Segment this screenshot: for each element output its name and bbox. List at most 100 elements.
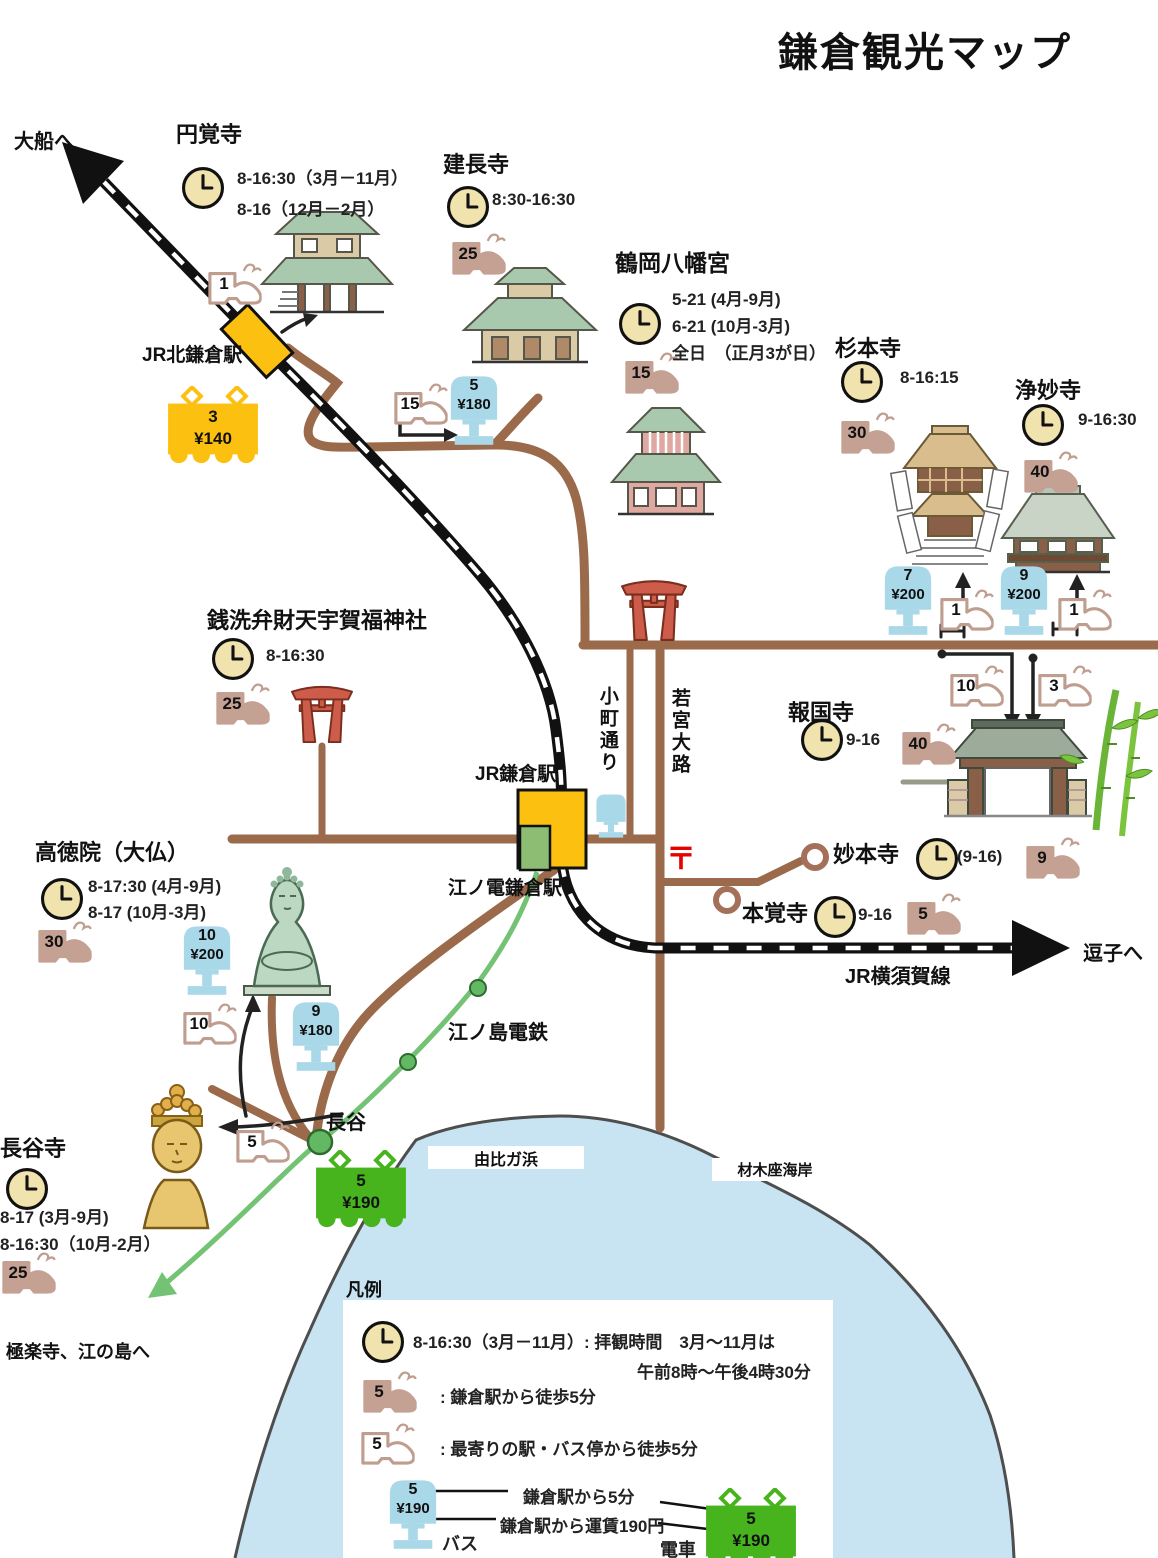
kotokuin-walk-from-bus-icon: 10 bbox=[181, 1002, 237, 1052]
zaimokuza-beach-label: 材木座海岸 bbox=[712, 1158, 838, 1181]
jr-yokosuka-line bbox=[62, 142, 1070, 976]
hasedera-hours-2: 8-16:30（10月-2月） bbox=[0, 1235, 161, 1254]
bamboo-illustration bbox=[1059, 689, 1158, 837]
hokokuji-walk-from-bus-a-icon: 10 bbox=[948, 664, 1004, 714]
hokokuji-illustration bbox=[944, 719, 1092, 818]
arrow-to-gokurakuji bbox=[148, 1272, 177, 1298]
legend-clock-desc-1: 8-16:30（3月－11月）: 拝観時間 3月～11月は bbox=[413, 1333, 775, 1352]
hase-train-icon: 5¥190 bbox=[314, 1150, 408, 1234]
hachimangu-walk-icon: 15 bbox=[623, 351, 679, 401]
hokokuji-walk-from-bus-b-icon: 3 bbox=[1036, 664, 1092, 714]
legend-walk-nearest-desc: : 最寄りの駅・バス停から徒歩5分 bbox=[440, 1440, 698, 1459]
wakamiya-street-label: 若宮大路 bbox=[668, 688, 690, 776]
hachimangu-illustration bbox=[609, 407, 723, 516]
hachimangu-hours-3: 全日 （正月3が日） bbox=[672, 344, 826, 363]
jomyoji-name: 浄妙寺 bbox=[1015, 378, 1082, 403]
enoden-station-dot bbox=[469, 979, 487, 997]
honkakuji-marker bbox=[713, 886, 741, 914]
hachimangu-hours-2: 6-21 (10月-3月) bbox=[672, 317, 791, 336]
sugimotodera-bus-icon: 7¥200 bbox=[881, 564, 935, 640]
hase-kannon-illustration bbox=[142, 1084, 210, 1230]
yuigahama-beach-label: 由比ガ浜 bbox=[428, 1146, 584, 1169]
kotokuin-clock-icon bbox=[39, 876, 85, 922]
myohonji-name: 妙本寺 bbox=[833, 842, 900, 867]
engakuji-clock-icon bbox=[180, 165, 226, 211]
legend-bus-label: バス bbox=[442, 1534, 478, 1554]
hokokuji-hours: 9-16 bbox=[846, 730, 881, 749]
destination-zushi: 逗子へ bbox=[1083, 943, 1143, 965]
legend-heading: 凡例 bbox=[346, 1280, 382, 1300]
hase-station-label: 長谷 bbox=[326, 1112, 366, 1134]
hachimangu-torii-icon bbox=[620, 580, 688, 642]
hachimangu-clock-icon bbox=[617, 301, 663, 347]
zeniarai-walk-icon: 25 bbox=[214, 682, 270, 732]
myohonji-clock-icon bbox=[914, 836, 960, 882]
kenchoji-walk-from-station-icon: 15 bbox=[392, 382, 448, 432]
engakuji-walk-icon: 1 bbox=[206, 262, 262, 312]
enoden-kamakura-station-marker bbox=[518, 824, 552, 872]
myohonji-marker bbox=[801, 843, 829, 871]
jr-yokosuka-line-label: JR横須賀線 bbox=[845, 966, 951, 988]
hasedera-walk-from-station-icon: 5 bbox=[234, 1120, 290, 1170]
kotokuin-bus-icon: 10¥200 bbox=[180, 924, 234, 1000]
jomyoji-illustration bbox=[1000, 485, 1116, 574]
legend-bus-fare-desc: 鎌倉駅から運賃190円 bbox=[500, 1517, 665, 1536]
engakuji-hours-1: 8-16:30（3月－11月） bbox=[237, 169, 409, 188]
kenchoji-clock-icon bbox=[445, 184, 491, 230]
jomyoji-walk-icon: 40 bbox=[1022, 450, 1078, 500]
legend-walk-station-desc: : 鎌倉駅から徒歩5分 bbox=[440, 1388, 596, 1407]
engakuji-hours-2: 8-16（12月－2月） bbox=[237, 200, 385, 219]
kamakura-station-bus-stop-icon bbox=[594, 793, 628, 841]
legend-clock-desc-2: 午前8時～午後4時30分 bbox=[637, 1363, 811, 1382]
hokokuji-walk-icon: 40 bbox=[900, 722, 956, 772]
honkakuji-hours: 9-16 bbox=[858, 905, 893, 924]
sugimotodera-illustration bbox=[889, 425, 1010, 565]
legend-walk-nearest-icon: 5 bbox=[359, 1422, 415, 1472]
zeniarai-torii-icon bbox=[290, 685, 354, 744]
legend-clock-icon bbox=[360, 1319, 406, 1365]
kita-kamakura-station-label: JR北鎌倉駅 bbox=[142, 345, 243, 366]
kotokuin-hours-2: 8-17 (10月-3月) bbox=[88, 903, 207, 922]
legend-walk-station-icon: 5 bbox=[361, 1370, 417, 1420]
post-office-icon: 〒 bbox=[666, 843, 696, 876]
kotokuin-name: 高徳院（大仏） bbox=[35, 840, 190, 865]
jomyoji-hours: 9-16:30 bbox=[1078, 410, 1137, 429]
page-title: 鎌倉観光マップ bbox=[778, 31, 1072, 75]
hase-station-dot bbox=[306, 1128, 334, 1156]
legend-bus-icon: 5¥190 bbox=[386, 1478, 440, 1554]
honkakuji-walk-icon: 5 bbox=[905, 892, 961, 942]
sugimotodera-walk-icon: 30 bbox=[839, 411, 895, 461]
hachimangu-name: 鶴岡八幡宮 bbox=[615, 250, 730, 276]
hase-area-bus-icon: 9¥180 bbox=[289, 1000, 343, 1076]
legend-train-label: 電車 bbox=[660, 1540, 696, 1558]
honkakuji-name: 本覚寺 bbox=[742, 901, 809, 926]
hokokuji-name: 報国寺 bbox=[788, 700, 855, 725]
kotokuin-hours-1: 8-17:30 (4月-9月) bbox=[88, 877, 222, 896]
zeniarai-clock-icon bbox=[210, 636, 256, 682]
jomyoji-walk-from-bus-icon: 1 bbox=[1056, 588, 1112, 638]
engakuji-name: 円覚寺 bbox=[176, 122, 243, 147]
jomyoji-bus-icon: 9¥200 bbox=[997, 564, 1051, 640]
kenchoji-bus-icon: 5¥180 bbox=[447, 374, 501, 450]
hasedera-name: 長谷寺 bbox=[0, 1136, 67, 1161]
myohonji-walk-icon: 9 bbox=[1024, 836, 1080, 886]
enoden-line bbox=[148, 871, 540, 1298]
myohonji-hours: (9-16) bbox=[957, 847, 1003, 866]
sugimotodera-hours: 8-16:15 bbox=[900, 368, 959, 387]
kenchoji-walk-icon: 25 bbox=[450, 232, 506, 282]
arrow-to-ofuna bbox=[62, 142, 124, 204]
arrow-to-zushi bbox=[1012, 920, 1070, 976]
kotokuin-walk-icon: 30 bbox=[36, 920, 92, 970]
enoden-line-label: 江ノ島電鉄 bbox=[448, 1022, 548, 1044]
kamakura-station-label: JR鎌倉駅 bbox=[475, 764, 557, 785]
destination-gokurakuji: 極楽寺、江の島へ bbox=[6, 1342, 150, 1362]
sugimotodera-walk-from-bus-icon: 1 bbox=[938, 588, 994, 638]
great-buddha-illustration bbox=[243, 867, 331, 996]
destination-ofuna: 大船へ bbox=[14, 131, 74, 153]
kenchoji-hours: 8:30-16:30 bbox=[492, 190, 576, 209]
hasedera-walk-icon: 25 bbox=[0, 1251, 56, 1301]
legend-train-icon: 5¥190 bbox=[704, 1488, 798, 1558]
kita-kamakura-station-marker bbox=[219, 302, 295, 380]
